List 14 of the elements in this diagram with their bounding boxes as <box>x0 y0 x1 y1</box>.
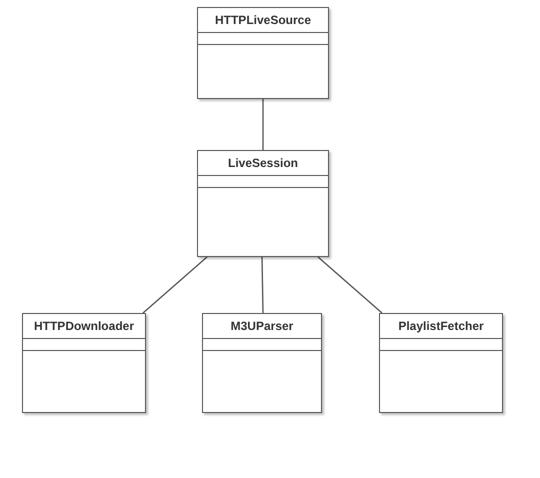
connector-line <box>142 256 208 314</box>
class-box <box>22 313 146 413</box>
class-name: HTTPLiveSource <box>214 13 312 27</box>
connector-line <box>262 99 264 150</box>
class-name: PlaylistFetcher <box>398 319 484 333</box>
class-box <box>197 7 329 99</box>
class-box <box>197 150 329 257</box>
class-box <box>379 313 503 413</box>
class-name: LiveSession <box>228 156 298 170</box>
class-box <box>202 313 322 413</box>
connector-line <box>318 256 382 314</box>
class-name: M3UParser <box>230 319 294 333</box>
connector-line <box>261 256 264 314</box>
class-name: HTTPDownloader <box>34 319 134 333</box>
